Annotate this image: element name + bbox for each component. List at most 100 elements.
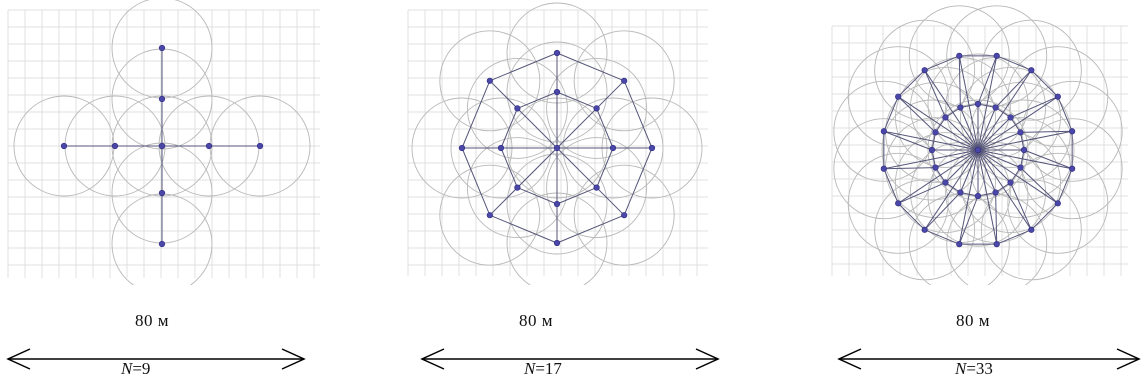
- coverage-circle: [895, 132, 996, 233]
- sensor-node: [974, 146, 982, 154]
- link-line: [977, 55, 998, 105]
- n-value: =17: [535, 359, 562, 378]
- sensor-node: [992, 189, 999, 196]
- link-line: [1020, 130, 1073, 133]
- network-diagram-n17: [407, 2, 708, 285]
- sensor-node: [553, 239, 561, 247]
- sensor-node: [458, 144, 466, 152]
- link-line: [945, 149, 979, 183]
- coverage-circle: [980, 19, 1082, 121]
- sensor-node: [553, 49, 561, 57]
- link-line: [995, 192, 998, 245]
- link-line: [897, 96, 936, 133]
- sensor-node: [957, 189, 964, 196]
- sensor-node: [895, 200, 902, 207]
- sensor-node: [1017, 129, 1024, 136]
- scale-arrow: [420, 348, 720, 370]
- link-line: [897, 202, 926, 231]
- nodes: [60, 44, 264, 248]
- sensor-node: [158, 142, 166, 150]
- link-line: [977, 69, 1032, 151]
- link-line: [977, 131, 1021, 151]
- link-line: [996, 229, 1032, 245]
- link-line: [958, 195, 979, 245]
- link-line: [935, 149, 979, 169]
- link-line: [977, 107, 997, 151]
- coverage-circle: [1007, 152, 1109, 254]
- link-line: [977, 149, 1059, 204]
- panel-n17: 80 м N=17: [400, 0, 740, 382]
- network-diagram-n9: [7, 0, 320, 285]
- coverage-circle: [874, 179, 976, 281]
- link-line: [996, 55, 1032, 71]
- sensor-node: [1007, 179, 1014, 186]
- sensor-node: [1054, 200, 1061, 207]
- sensor-node: [993, 52, 1000, 59]
- sensor-node: [621, 77, 628, 84]
- sensor-node: [928, 146, 936, 154]
- sensor-node: [621, 212, 628, 219]
- sensor-node: [974, 100, 982, 108]
- link-line: [489, 80, 558, 149]
- link-line: [897, 149, 979, 204]
- link-line: [897, 182, 946, 204]
- n-value: =33: [966, 359, 993, 378]
- sensor-node: [609, 144, 617, 152]
- link-line: [959, 107, 979, 151]
- link-line: [1020, 167, 1059, 204]
- link-line: [461, 80, 491, 149]
- node-count-label: N=9: [121, 359, 150, 379]
- sensor-node: [1017, 164, 1024, 171]
- link-line: [1010, 182, 1032, 231]
- link-line: [556, 52, 625, 82]
- link-line: [977, 96, 1059, 151]
- coverage-circle: [960, 67, 1061, 168]
- scale-arrow: [6, 348, 306, 370]
- link-line: [1057, 168, 1073, 204]
- link-line: [977, 130, 1073, 151]
- link-line: [924, 55, 960, 71]
- link-line: [959, 149, 979, 193]
- coverage-circle: [466, 57, 568, 159]
- sensor-node: [974, 192, 982, 200]
- coverage-circle: [895, 67, 996, 168]
- panel-n9: 80 м N=9: [0, 0, 340, 382]
- link-line: [1023, 149, 1073, 170]
- link-line: [924, 69, 979, 151]
- sensor-node: [1020, 146, 1028, 154]
- link-line: [1030, 69, 1059, 98]
- link-line: [883, 168, 899, 204]
- n-variable: N: [955, 359, 967, 378]
- link-line: [945, 117, 979, 151]
- coverage-circle: [908, 193, 1010, 285]
- link-line: [924, 149, 979, 231]
- links: [883, 55, 1073, 245]
- sensor-node: [992, 104, 999, 111]
- sensor-node: [942, 179, 949, 186]
- link-line: [883, 130, 979, 151]
- sensor-node: [158, 240, 166, 248]
- link-line: [977, 149, 997, 193]
- coverage-circle: [439, 164, 541, 266]
- link-line: [500, 108, 518, 149]
- link-line: [958, 149, 979, 245]
- sensor-node: [514, 105, 521, 112]
- sensor-node: [921, 67, 928, 74]
- coverage-circle: [847, 46, 949, 148]
- link-line: [623, 147, 653, 216]
- scale-label: 80 м: [135, 311, 170, 330]
- sensor-node: [158, 44, 166, 52]
- sensor-node: [514, 184, 521, 191]
- link-line: [596, 147, 614, 188]
- coverage-circle: [546, 57, 648, 159]
- sensor-node: [1028, 67, 1035, 74]
- link-line: [977, 149, 1011, 183]
- scale-label: 80 м: [956, 311, 991, 330]
- link-line: [1030, 202, 1059, 231]
- link-line: [977, 149, 1032, 231]
- n-variable: N: [524, 359, 536, 378]
- link-line: [1057, 96, 1073, 132]
- grid: [831, 25, 1128, 276]
- sensor-node: [942, 114, 949, 121]
- sensor-node: [880, 128, 887, 135]
